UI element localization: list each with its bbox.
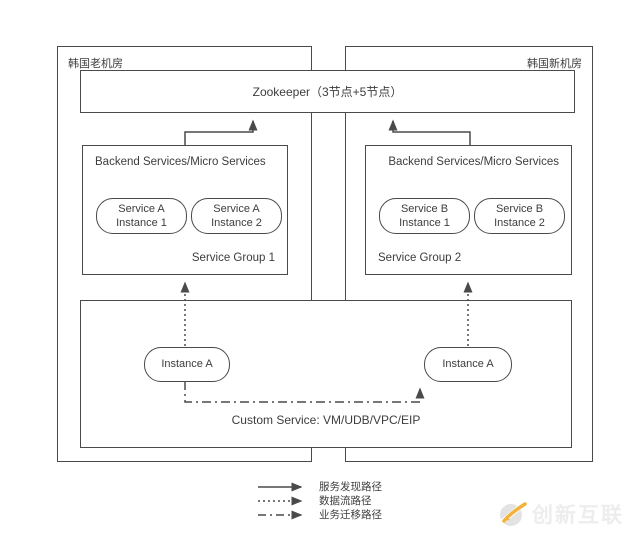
service-group-1-title: Backend Services/Micro Services [95,156,266,168]
service-group-2-footer: Service Group 2 [378,252,462,264]
legend-dashdot-line-icon [258,510,303,519]
service-group-2-box: Backend Services/Micro Services Service … [365,145,572,275]
custom-service-box: Instance A Instance A Custom Service: VM… [80,300,572,448]
legend-label: 数据流路径 [319,495,372,507]
instance-a-label: Instance A [442,358,494,371]
legend-label: 服务发现路径 [319,481,382,493]
custom-service-label: Custom Service: VM/UDB/VPC/EIP [231,413,421,427]
zookeeper-label: Zookeeper（3节点+5节点） [252,85,403,99]
datacenter-right-label: 韩国新机房 [527,58,582,70]
watermark-text: 创新互联 [532,504,624,527]
legend-solid-line-icon [258,482,303,491]
service-b-instance-1: Service B Instance 1 [379,198,470,234]
legend-label: 业务迁移路径 [319,509,382,521]
service-instance-line2: Instance 2 [494,217,545,229]
service-instance-line2: Instance 1 [399,217,450,229]
service-instance-line2: Instance 1 [116,217,167,229]
service-group-1-box: Backend Services/Micro Services Service … [82,145,288,275]
service-instance-line2: Instance 2 [211,217,262,229]
watermark-logo-icon [500,502,527,526]
legend-item-dataflow: 数据流路径 [256,494,382,507]
service-instance-line1: Service A [118,202,165,215]
legend-item-migration: 业务迁移路径 [256,508,382,521]
zookeeper-box: Zookeeper（3节点+5节点） [80,70,575,113]
instance-a-right: Instance A [424,347,512,382]
service-instance-line1: Service A [213,202,260,215]
service-group-2-title: Backend Services/Micro Services [388,156,559,168]
legend-dotted-line-icon [258,496,303,505]
instance-a-left: Instance A [144,347,230,382]
service-a-instance-1: Service A Instance 1 [96,198,187,234]
service-instance-line1: Service B [495,202,544,215]
service-a-instance-2: Service A Instance 2 [191,198,282,234]
service-instance-line1: Service B [400,202,449,215]
service-group-1-footer: Service Group 1 [191,252,275,264]
watermark: 创新互联 [497,499,624,529]
datacenter-left-label: 韩国老机房 [68,58,123,70]
legend-item-discovery: 服务发现路径 [256,480,382,493]
instance-a-label: Instance A [161,358,213,371]
service-b-instance-2: Service B Instance 2 [474,198,565,234]
legend: 服务发现路径 数据流路径 业务迁移路径 [256,480,382,521]
